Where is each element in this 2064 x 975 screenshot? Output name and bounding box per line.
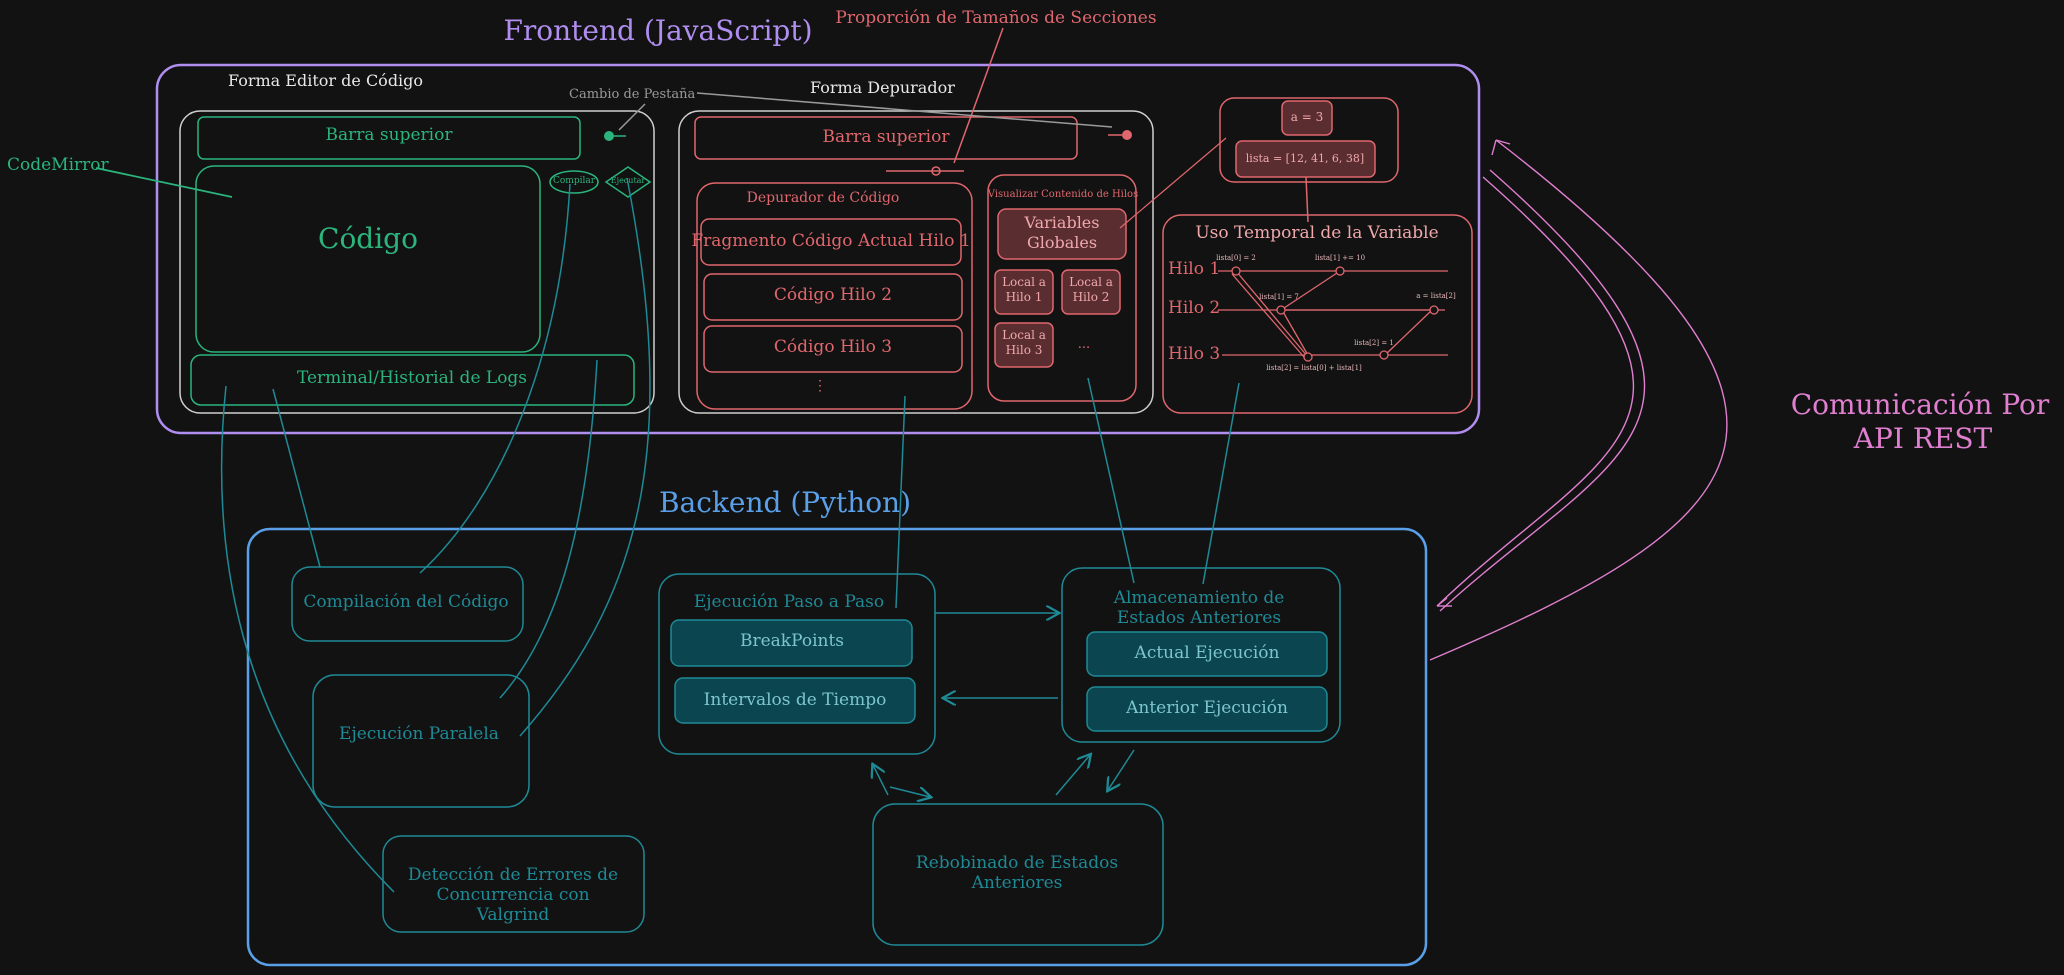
timeline-panel — [1162, 214, 1473, 414]
compilation-box: Compilación del Código — [303, 592, 509, 612]
thread1-code: Fragmento Código Actual Hilo 1 — [691, 231, 971, 251]
editor-topbar-label: Barra superior — [325, 125, 453, 145]
timeline-event: lista[0] = 2 — [1216, 254, 1256, 262]
threads-view-panel — [987, 174, 1137, 402]
intervals-box: Intervalos de Tiempo — [703, 690, 887, 710]
thread2-code: Código Hilo 2 — [773, 285, 893, 305]
timeline-title: Uso Temporal de la Variable — [1195, 223, 1439, 243]
debugger-topbar — [694, 116, 1078, 160]
local-thread2: Local a Hilo 2 — [1069, 275, 1113, 304]
editor-topbar — [197, 116, 581, 160]
stepping-title: Ejecución Paso a Paso — [693, 592, 885, 612]
local-thread1: Local a Hilo 1 — [1002, 275, 1046, 304]
run-button[interactable]: Ejecutar — [610, 176, 646, 185]
editor-form — [179, 110, 655, 414]
local-thread3: Local a Hilo 3 — [1002, 328, 1046, 357]
popup-a: a = 3 — [1290, 110, 1324, 124]
tab-change-note: Cambio de Pestaña — [569, 87, 696, 102]
more-threads: ⋮ — [813, 378, 827, 394]
compile-button[interactable]: Compilar — [552, 176, 596, 186]
timeline-event: lista[2] = lista[0] + lista[1] — [1266, 364, 1362, 372]
timeline-row-1: Hilo 1 — [1168, 259, 1221, 279]
editor-code-label: Código — [318, 222, 418, 255]
breakpoints-box: BreakPoints — [739, 631, 845, 651]
codemirror-label: CodeMirror — [7, 155, 109, 175]
parallel-box: Ejecución Paralela — [339, 724, 499, 744]
editor-code-area — [195, 165, 541, 353]
timeline-row-3: Hilo 3 — [1168, 344, 1221, 364]
terminal-label: Terminal/Historial de Logs — [296, 368, 528, 388]
frontend-title: Frontend (JavaScript) — [503, 14, 813, 47]
current-execution: Actual Ejecución — [1134, 643, 1280, 663]
sizes-note: Proporción de Tamaños de Secciones — [835, 8, 1157, 28]
rewind-box: Rebobinado de Estados Anteriores — [915, 853, 1119, 893]
editor-form-title: Forma Editor de Código — [228, 71, 424, 90]
timeline-event: a = lista[2] — [1416, 292, 1456, 300]
timeline-event: lista[2] = 1 — [1354, 339, 1394, 347]
frontend-container — [155, 63, 1481, 435]
editor-terminal — [190, 354, 635, 406]
globals-box: Variables Globales — [1024, 213, 1100, 252]
debugger-form-title: Forma Depurador — [810, 78, 955, 97]
api-rest-label-line1: Comunicación Por — [1790, 388, 2050, 421]
backend-container — [246, 527, 1428, 967]
debugger-form — [678, 110, 1154, 414]
threads-view-title: Visualizar Contenido de Hilos — [987, 189, 1139, 200]
timeline-row-2: Hilo 2 — [1168, 298, 1221, 318]
compile-button-shape — [549, 170, 599, 194]
debugger-topbar-label: Barra superior — [822, 127, 950, 147]
backend-title: Backend (Python) — [658, 486, 912, 519]
api-rest-label-line2: API REST — [1853, 422, 1993, 455]
timeline-event: lista[1] = 7 — [1259, 293, 1299, 301]
popup-lista: lista = [12, 41, 6, 38] — [1245, 152, 1365, 165]
more-locals: ... — [1077, 337, 1091, 352]
variable-popup — [1219, 97, 1399, 183]
code-debugger-panel — [696, 182, 973, 410]
thread3-code: Código Hilo 3 — [773, 337, 893, 357]
timeline-event: lista[1] += 10 — [1314, 254, 1366, 262]
code-debugger-title: Depurador de Código — [746, 190, 900, 206]
run-button-shape — [604, 166, 652, 198]
storage-title: Almacenamiento de Estados Anteriores — [1113, 588, 1285, 628]
previous-execution: Anterior Ejecución — [1126, 698, 1288, 718]
valgrind-box: Detección de Errores de Concurrencia con… — [407, 865, 619, 925]
